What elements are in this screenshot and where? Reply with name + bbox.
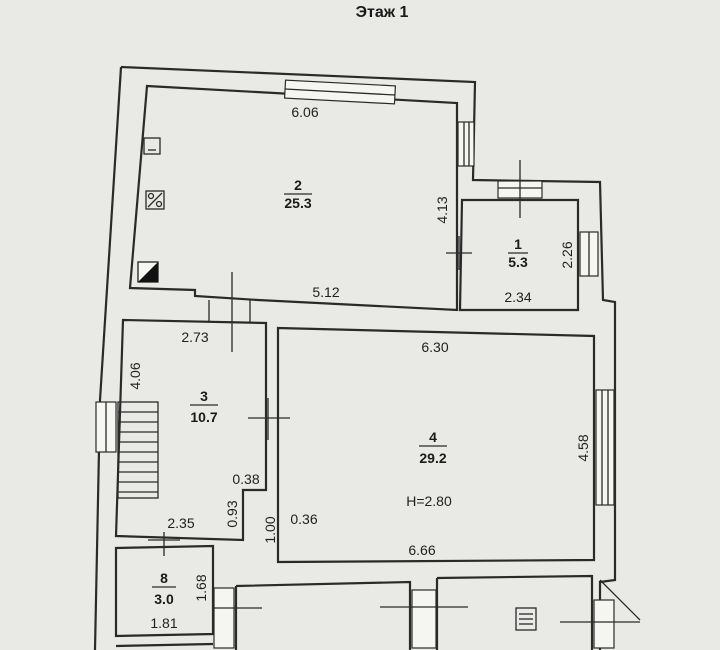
- bottom-door-gap: [213, 587, 235, 649]
- dim-room3-left: 4.06: [127, 362, 143, 389]
- dim-room1-right: 2.26: [559, 241, 575, 268]
- room-4-area: 29.2: [419, 450, 446, 466]
- room-4-number: 4: [429, 429, 437, 445]
- dim-room3-bottom: 2.35: [167, 515, 194, 531]
- dim-room4-bottom: 6.66: [408, 542, 435, 558]
- stove-burner: [155, 200, 163, 208]
- boiler-icon-fill: [138, 262, 158, 282]
- room-4-window-right: [595, 389, 615, 506]
- sink-icon: [143, 137, 161, 155]
- dim-room8-bottom: 1.81: [150, 615, 177, 631]
- room-3-outline: [114, 318, 268, 542]
- room-1-area: 5.3: [508, 254, 528, 270]
- dim-room1-bottom: 2.34: [504, 289, 531, 305]
- dim-room4-wall-b: 0.36: [290, 511, 317, 527]
- room-2-number: 2: [294, 177, 302, 193]
- door-marker: [599, 579, 641, 621]
- room-4-outline: [276, 326, 596, 564]
- room-2-outline: [128, 84, 459, 312]
- dim-room8-right: 1.68: [193, 574, 209, 601]
- stove-burner: [147, 192, 155, 200]
- bottom-room-left-outline: [234, 580, 412, 650]
- bottom-window-right: [593, 599, 615, 649]
- room-4-ceiling-height: H=2.80: [406, 493, 452, 509]
- dim-room4-top: 6.30: [421, 339, 448, 355]
- room-8-number: 8: [160, 570, 168, 586]
- room-8-area: 3.0: [154, 591, 174, 607]
- dim-room3-top: 2.73: [181, 329, 208, 345]
- room-1-number: 1: [514, 236, 522, 252]
- room-2-area: 25.3: [284, 195, 311, 211]
- stove-icon: [145, 190, 165, 210]
- window-line: [284, 88, 396, 96]
- bottom-room-right-outline: [435, 574, 594, 650]
- bottom-room-far-left-outline: [115, 642, 214, 648]
- dim-room3-wall-a: 0.38: [232, 471, 259, 487]
- room-2-window-right: [457, 121, 475, 167]
- outer-wall: [93, 65, 617, 650]
- room-1-outline: [458, 198, 580, 312]
- dim-room3-wall-b: 0.93: [224, 500, 240, 527]
- radiator-icon: [515, 607, 537, 631]
- dim-room2-top: 6.06: [291, 104, 318, 120]
- dim-room2-right: 4.13: [434, 196, 450, 223]
- room-3-number: 3: [200, 388, 208, 404]
- dim-room4-wall-a: 1.00: [262, 516, 278, 543]
- room-3-area: 10.7: [190, 409, 217, 425]
- floor-title: Этаж 1: [356, 4, 409, 21]
- bottom-door-gap-2: [411, 589, 437, 649]
- stove-line: [147, 192, 163, 208]
- staircase-icon: [117, 401, 159, 499]
- room-8-outline: [114, 544, 215, 638]
- dim-room4-right: 4.58: [575, 434, 591, 461]
- dim-room2-bottom: 5.12: [312, 284, 339, 300]
